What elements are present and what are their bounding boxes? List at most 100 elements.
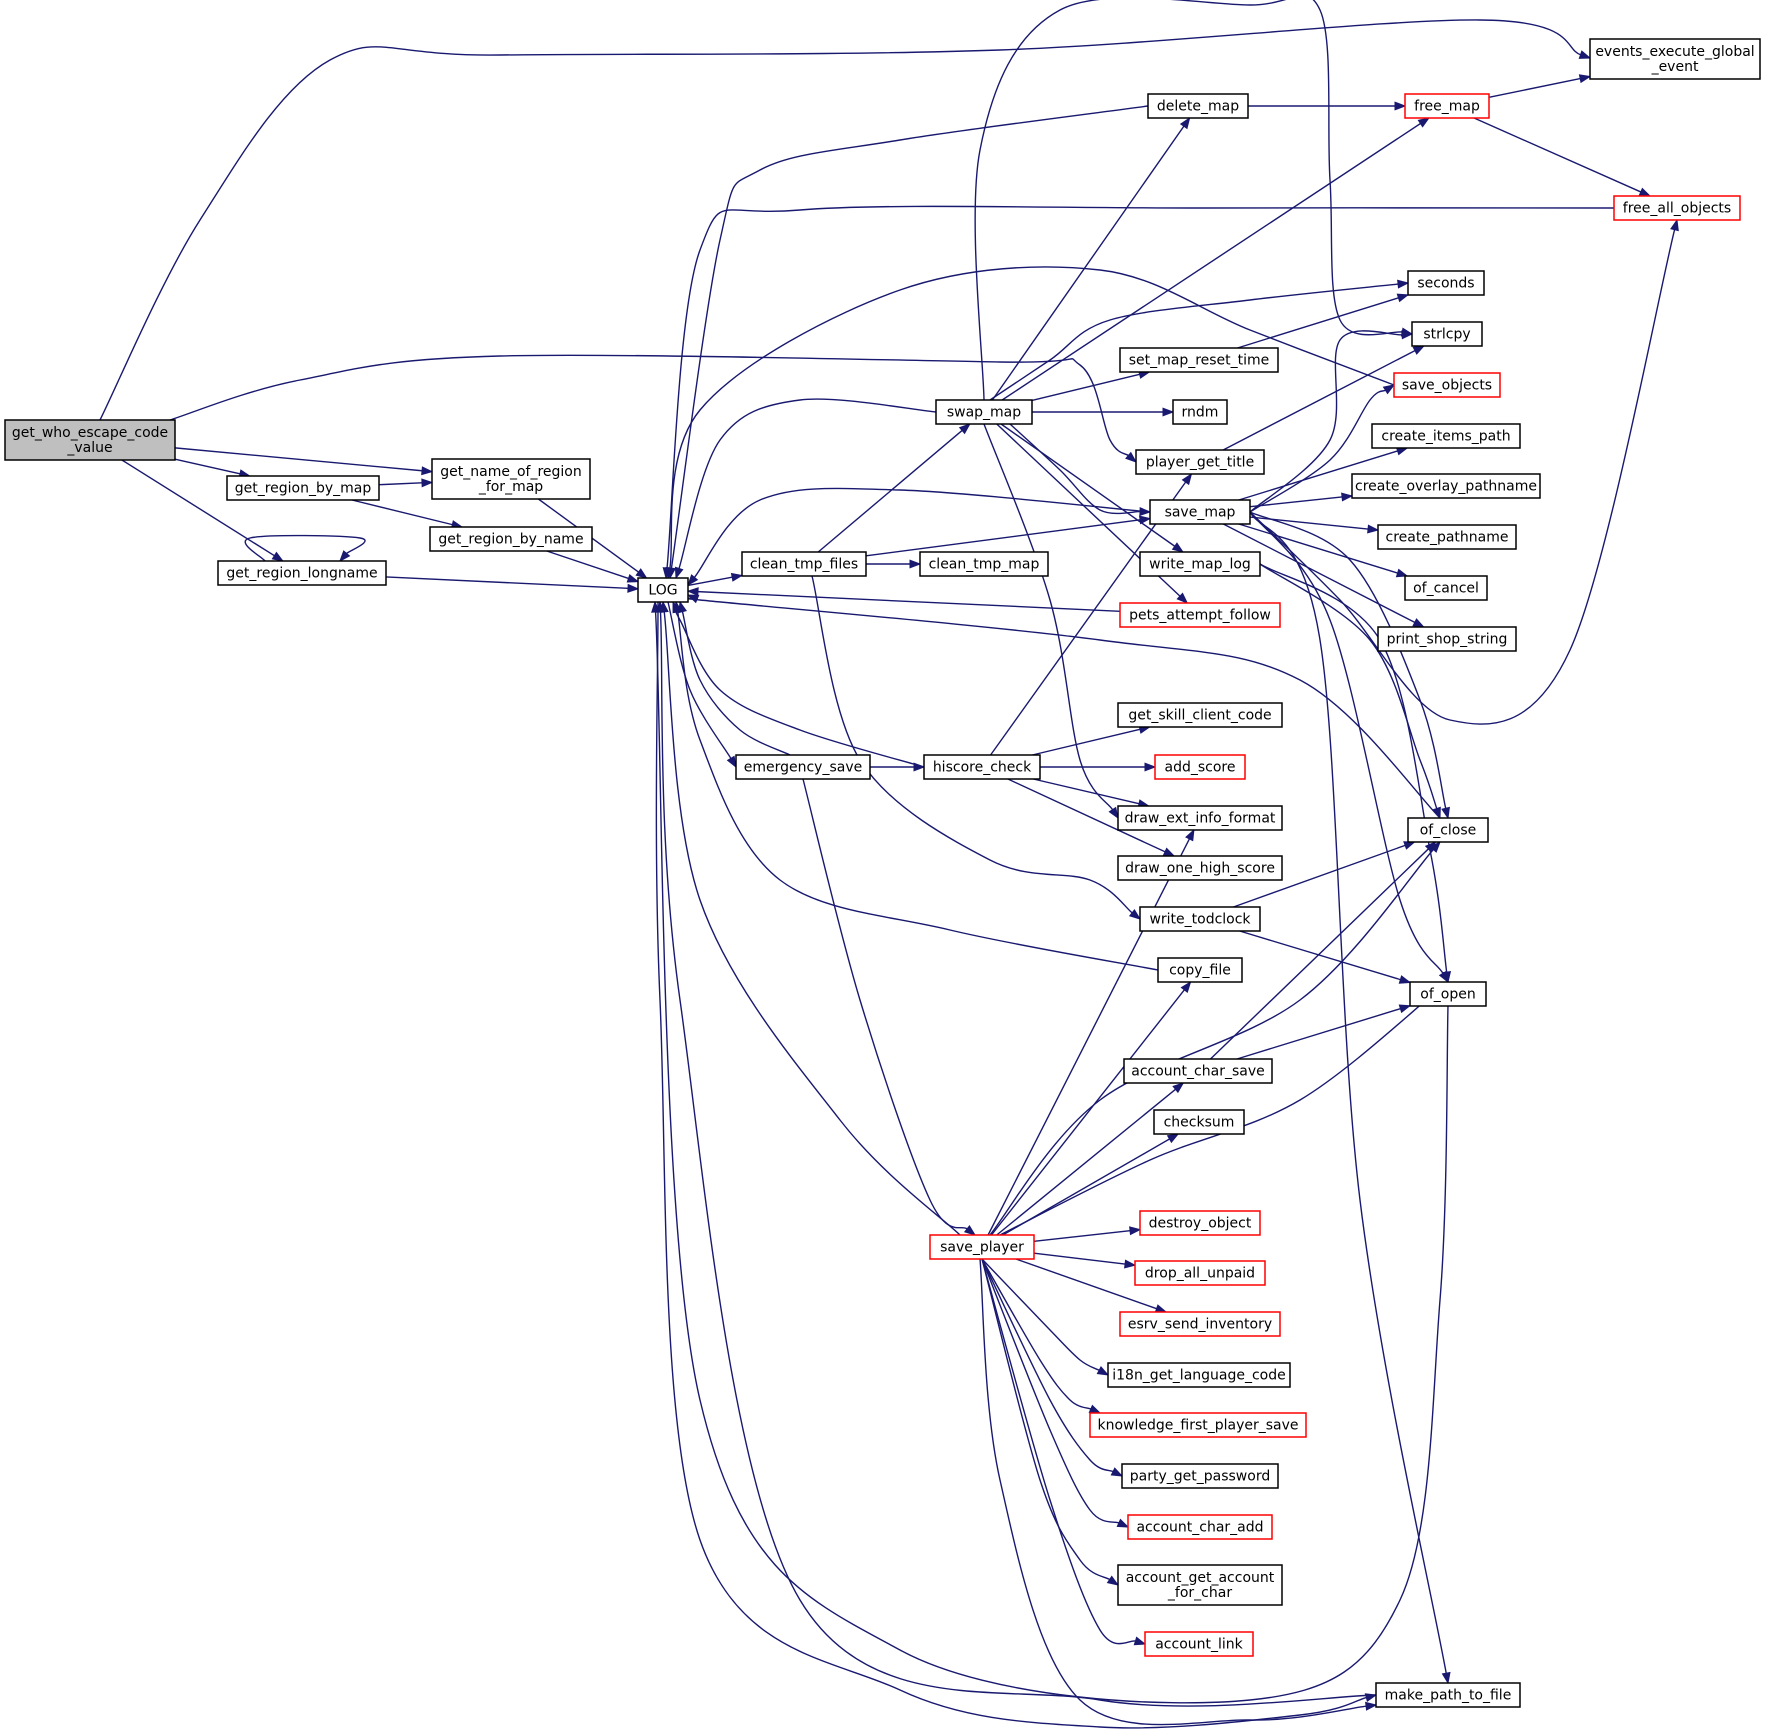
node-box xyxy=(735,754,871,780)
node-label: esrv_send_inventory xyxy=(1128,1317,1272,1333)
node-get-region-by-map[interactable]: get_region_by_map xyxy=(226,475,380,501)
node-label: knowledge_first_player_save xyxy=(1097,1418,1298,1434)
node-set-map-reset-time[interactable]: set_map_reset_time xyxy=(1119,347,1279,373)
node-box xyxy=(1371,423,1521,449)
node-copy-file[interactable]: copy_file xyxy=(1157,957,1243,983)
node-checksum[interactable]: checksum xyxy=(1153,1109,1245,1135)
node-get-region-longname[interactable]: get_region_longname xyxy=(217,560,387,586)
node-box xyxy=(919,551,1049,577)
node-draw-ext-info-format[interactable]: draw_ext_info_format xyxy=(1117,805,1283,831)
node-account-char-add[interactable]: account_char_add xyxy=(1127,1514,1273,1540)
node-write-map-log[interactable]: write_map_log xyxy=(1139,551,1261,577)
node-label: get_name_of_region xyxy=(440,464,581,480)
edge-line xyxy=(1249,496,1343,508)
edge-arrowhead xyxy=(1180,980,1192,994)
node-print-shop-string[interactable]: print_shop_string xyxy=(1377,626,1517,652)
node-save-player[interactable]: save_player xyxy=(929,1234,1035,1260)
node-seconds[interactable]: seconds xyxy=(1407,270,1485,296)
node-get-region-by-name[interactable]: get_region_by_name xyxy=(429,526,593,552)
edge-arrowhead xyxy=(673,600,683,614)
node-label: _for_char xyxy=(1167,1585,1232,1601)
node-account-link[interactable]: account_link xyxy=(1144,1631,1254,1657)
edge-arrowhead xyxy=(1441,1671,1451,1685)
node-get-skill-client-code[interactable]: get_skill_client_code xyxy=(1117,702,1283,728)
node-hiscore-check[interactable]: hiscore_check xyxy=(923,754,1041,780)
edge-line xyxy=(666,205,1615,569)
node-box xyxy=(1147,93,1249,119)
node-save-map[interactable]: save_map xyxy=(1149,499,1251,525)
edge-save_map-to-of_cancel xyxy=(1238,523,1409,578)
node-save-objects[interactable]: save_objects xyxy=(1393,372,1501,398)
node-LOG[interactable]: LOG xyxy=(637,577,689,603)
edge-arrowhead xyxy=(1106,1575,1120,1586)
edge-hiscore_check-to-LOG xyxy=(672,600,925,768)
node-draw-one-high-score[interactable]: draw_one_high_score xyxy=(1117,855,1283,881)
node-label: rndm xyxy=(1182,405,1219,421)
node-get-name-of-region[interactable]: get_name_of_region_for_map xyxy=(431,458,591,500)
node-write-todclock[interactable]: write_todclock xyxy=(1139,906,1261,932)
node-drop-all-unpaid[interactable]: drop_all_unpaid xyxy=(1134,1260,1266,1286)
node-of-close[interactable]: of_close xyxy=(1407,817,1489,843)
node-label: add_score xyxy=(1165,760,1236,776)
edge-arrowhead xyxy=(635,568,648,579)
edge-arrowhead xyxy=(1395,568,1409,578)
node-create-pathname[interactable]: create_pathname xyxy=(1377,524,1517,550)
node-account-char-save[interactable]: account_char_save xyxy=(1123,1058,1273,1084)
node-of-cancel[interactable]: of_cancel xyxy=(1404,575,1488,601)
node-add-score[interactable]: add_score xyxy=(1154,754,1246,780)
node-clean-tmp-map[interactable]: clean_tmp_map xyxy=(919,551,1049,577)
edge-account_char_save-to-of_open xyxy=(1236,1004,1412,1060)
node-label: create_items_path xyxy=(1381,429,1510,445)
node-create-overlay-pathname[interactable]: create_overlay_pathname xyxy=(1351,473,1541,499)
node-free-all-objects[interactable]: free_all_objects xyxy=(1613,195,1741,221)
edge-get_region_longname-to-LOG xyxy=(385,576,640,593)
edge-arrowhead xyxy=(1162,407,1175,417)
node-label: make_path_to_file xyxy=(1385,1688,1512,1704)
node-clean-tmp-files[interactable]: clean_tmp_files xyxy=(741,551,867,577)
node-knowledge-first-player-save[interactable]: knowledge_first_player_save xyxy=(1089,1412,1307,1438)
node-account-get-account-for-char[interactable]: account_get_account_for_char xyxy=(1117,1564,1283,1606)
edge-arrowhead xyxy=(626,573,640,583)
node-player-get-title[interactable]: player_get_title xyxy=(1135,449,1265,475)
node-label: swap_map xyxy=(947,405,1021,421)
edge-arrowhead xyxy=(1124,1259,1137,1269)
edge-arrowhead xyxy=(1396,293,1410,303)
node-emergency-save[interactable]: emergency_save xyxy=(735,754,871,780)
edge-line xyxy=(121,459,275,557)
edge-arrowhead xyxy=(1129,1226,1142,1236)
edge-arrowhead xyxy=(1441,806,1450,820)
node-delete-map[interactable]: delete_map xyxy=(1147,93,1249,119)
node-box xyxy=(1589,38,1761,80)
node-make-path-to-file[interactable]: make_path_to_file xyxy=(1375,1682,1521,1708)
node-destroy-object[interactable]: destroy_object xyxy=(1139,1210,1261,1236)
node-of-open[interactable]: of_open xyxy=(1409,981,1487,1007)
edge-line xyxy=(378,482,423,486)
edge-hiscore_check-to-player_get_title xyxy=(990,472,1193,756)
node-pets-attempt-follow[interactable]: pets_attempt_follow xyxy=(1119,602,1281,628)
node-label: of_cancel xyxy=(1413,581,1479,597)
edge-arrowhead xyxy=(339,550,351,563)
node-get-who[interactable]: get_who_escape_code_value xyxy=(4,419,176,461)
edge-get_who-to-get_region_by_map xyxy=(174,458,252,479)
edge-clean_tmp_files-to-save_map xyxy=(865,515,1152,557)
edge-line xyxy=(1236,1007,1401,1060)
edge-hiscore_check-to-get_skill_client_code xyxy=(1032,725,1152,756)
edge-arrowhead xyxy=(958,423,971,435)
edge-arrowhead xyxy=(421,478,434,488)
node-strlcpy[interactable]: strlcpy xyxy=(1411,321,1483,347)
node-label: of_close xyxy=(1420,823,1477,839)
node-party-get-password[interactable]: party_get_password xyxy=(1121,1463,1279,1489)
node-create-items-path[interactable]: create_items_path xyxy=(1371,423,1521,449)
node-label: account_char_add xyxy=(1136,1520,1263,1536)
node-esrv-send-inventory[interactable]: esrv_send_inventory xyxy=(1119,1311,1281,1337)
edge-save_player-to-of_close xyxy=(989,840,1441,1236)
node-events-execute-global-event[interactable]: events_execute_global_event xyxy=(1589,38,1761,80)
edge-line xyxy=(1233,844,1406,908)
node-i18n-get-language-code[interactable]: i18n_get_language_code xyxy=(1107,1362,1291,1388)
node-free-map[interactable]: free_map xyxy=(1404,93,1490,119)
edge-line xyxy=(244,534,366,562)
node-swap-map[interactable]: swap_map xyxy=(935,399,1033,425)
node-rndm[interactable]: rndm xyxy=(1172,399,1228,425)
edge-line xyxy=(169,354,1129,457)
